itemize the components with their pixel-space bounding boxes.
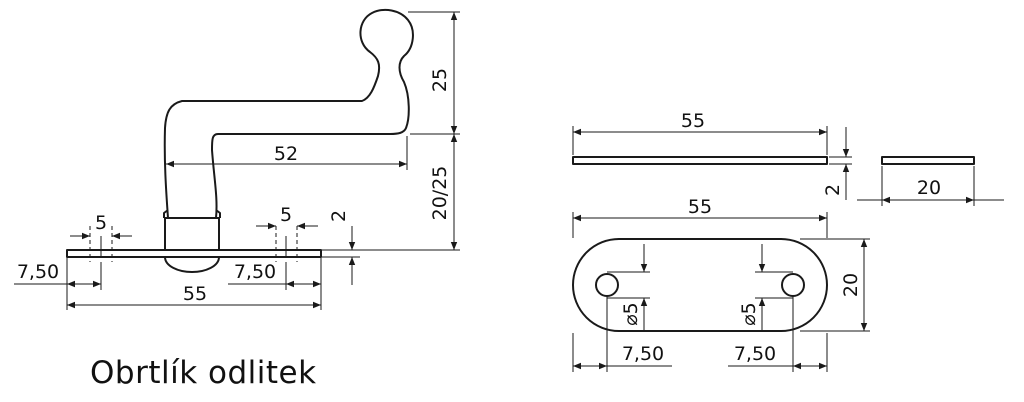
- neck-notch-right: [215, 209, 221, 218]
- end-plate: [881, 156, 975, 165]
- plate-top-view: 55 20 ⌀5 ⌀5 7,50 7,50: [572, 196, 870, 372]
- dim-hole-right-diameter: ⌀5: [738, 302, 760, 326]
- plate-edge-view: 55 2: [572, 110, 852, 200]
- dim-plate-thickness: 2: [328, 210, 350, 222]
- dim-hole-right: 5: [280, 204, 292, 226]
- plate-end-view: 20: [857, 156, 1004, 206]
- dim-top-offset-right: 7,50: [734, 343, 776, 365]
- dim-hole-left: 5: [95, 212, 107, 234]
- dim-arm-length: 52: [274, 143, 298, 165]
- top-plate: [572, 238, 828, 332]
- dim-hole-left-diameter: ⌀5: [620, 302, 642, 326]
- dim-edge-length: 55: [681, 110, 705, 132]
- dim-top-length: 55: [688, 196, 712, 218]
- dim-total-height: 20/25: [429, 166, 451, 221]
- edge-plate: [572, 156, 828, 165]
- dim-top-offset-left: 7,50: [622, 343, 664, 365]
- hole-left: [595, 273, 619, 297]
- rivet-head: [164, 256, 220, 273]
- dim-end-width: 20: [917, 177, 941, 199]
- side-view: 25 20/25 52 5 5 2 7,50 7,50: [14, 8, 460, 310]
- dim-edge-thickness: 2: [822, 184, 844, 196]
- handle-outline: [163, 8, 414, 219]
- side-plate: [66, 249, 322, 258]
- dim-offset-right: 7,50: [234, 261, 276, 283]
- dim-offset-left: 7,50: [17, 261, 59, 283]
- dim-plate-length: 55: [183, 283, 207, 305]
- dim-top-width: 20: [840, 273, 862, 297]
- drawing-title: Obrtlík odlitek: [90, 355, 317, 391]
- neck-notch-left: [163, 209, 169, 218]
- hole-right: [781, 273, 805, 297]
- dim-head-height: 25: [429, 68, 451, 92]
